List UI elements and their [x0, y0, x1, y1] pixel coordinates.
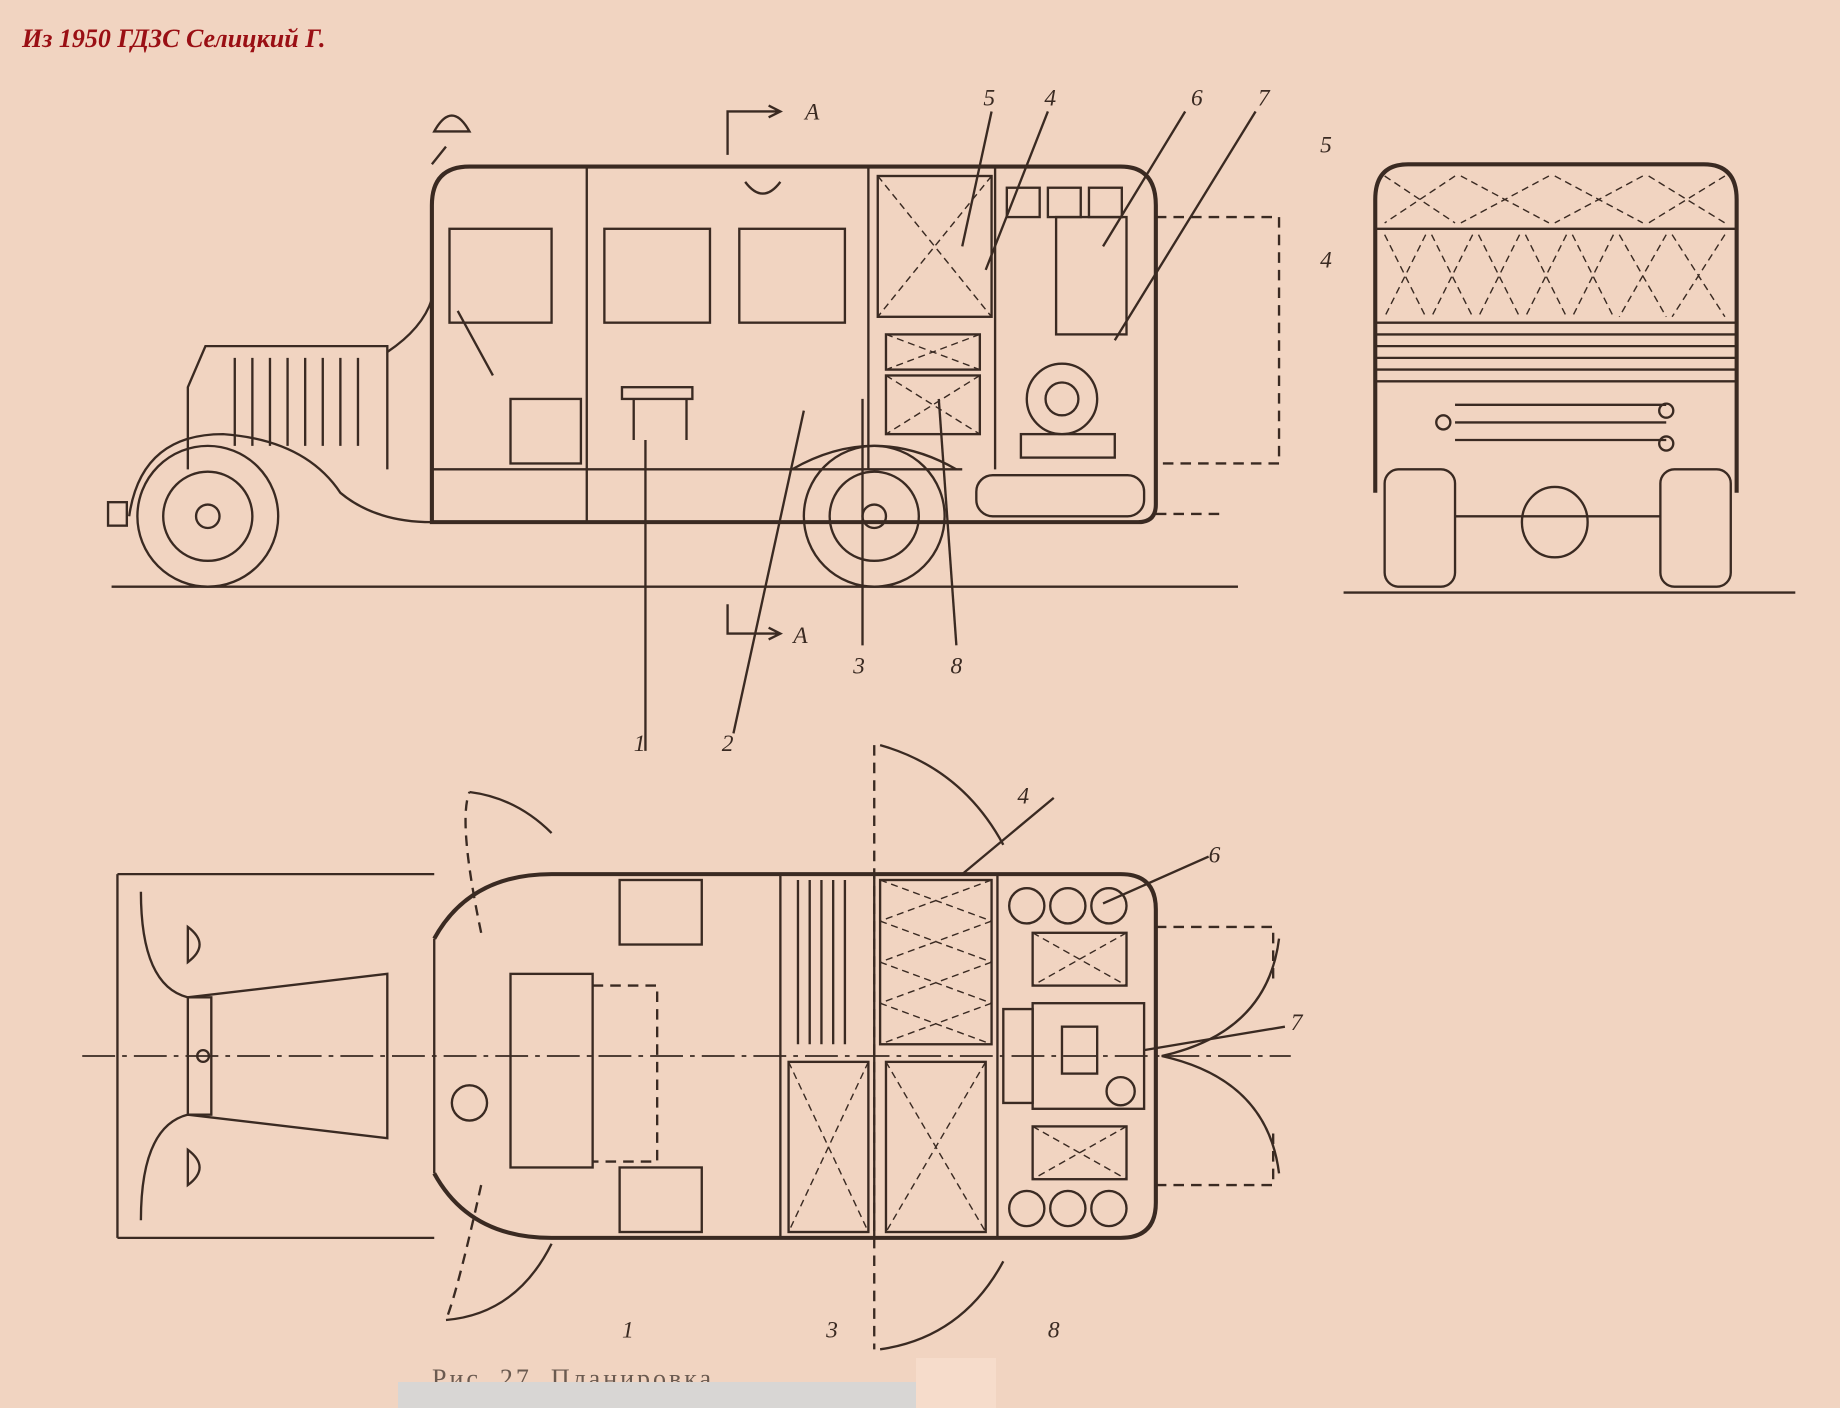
section-arrow-top — [726, 104, 783, 155]
rear-body — [1373, 162, 1739, 493]
front-fender — [128, 432, 432, 524]
dashed-door-outline — [1155, 215, 1281, 465]
hood — [186, 344, 389, 470]
callout-1: 1 — [622, 1318, 634, 1344]
leader-line-8 — [937, 398, 958, 646]
plan-view: 4 6 7 1 3 8 — [82, 743, 1304, 1351]
window — [738, 227, 847, 324]
watermark-title: Из 1950 ГДЗС Селицкий Г. — [22, 24, 326, 53]
plan-body — [432, 872, 1158, 1240]
callout-4: 4 — [1017, 784, 1029, 810]
van-body — [429, 164, 1158, 525]
plan-hood — [139, 891, 389, 1221]
callout-5: 5 — [983, 86, 995, 112]
seat — [509, 397, 583, 465]
dashed-rear-doors — [1155, 925, 1275, 1187]
headlamp — [106, 501, 129, 527]
dome-light — [744, 181, 782, 195]
cylinders-6 — [1005, 186, 1128, 336]
crate-grid — [1384, 175, 1726, 318]
callout-1: 1 — [634, 731, 646, 757]
compartment-8 — [884, 333, 982, 436]
compartment-4 — [878, 878, 993, 1046]
callout-3: 3 — [825, 1318, 838, 1344]
scan-cover-patch — [916, 1358, 996, 1408]
rear-view: 5 4 — [1320, 133, 1796, 594]
cylinders-6 — [1008, 887, 1128, 1228]
callout-4: 4 — [1320, 248, 1332, 274]
compartment-5 — [876, 174, 993, 318]
section-label-a: А — [791, 623, 808, 649]
steering-wheel — [450, 1084, 489, 1122]
equipment-bin — [975, 474, 1146, 518]
callout-5: 5 — [1320, 133, 1332, 159]
grille — [233, 357, 360, 446]
hose-rack — [1435, 402, 1675, 452]
callout-8: 8 — [1048, 1318, 1060, 1344]
crate — [1031, 1125, 1128, 1181]
callout-3: 3 — [852, 653, 865, 679]
differential — [1520, 485, 1589, 559]
leader-line-2 — [732, 410, 805, 734]
compartment-3 — [787, 1060, 870, 1234]
bumper — [186, 996, 213, 1116]
compartment-8 — [884, 1060, 987, 1234]
plan-chassis — [116, 872, 435, 1240]
roof-lamp — [430, 114, 472, 165]
stairs-2 — [796, 880, 847, 1045]
rear-wheel-left — [1383, 468, 1457, 588]
section-label-a: А — [803, 100, 820, 126]
callout-8: 8 — [951, 653, 963, 679]
section-arrow-bottom — [726, 604, 783, 641]
seat-top — [618, 878, 703, 946]
rear-wheel — [791, 444, 957, 588]
callout-7: 7 — [1258, 86, 1271, 112]
table — [620, 386, 694, 401]
seat-bottom — [618, 1166, 703, 1234]
plan-headlamps — [186, 924, 201, 1188]
window — [603, 227, 712, 324]
callout-6: 6 — [1191, 86, 1203, 112]
window — [448, 227, 553, 324]
pump-7 — [1019, 362, 1116, 459]
callout-4: 4 — [1044, 86, 1056, 112]
callout-2: 2 — [722, 731, 734, 757]
pump-7 — [1002, 1002, 1146, 1110]
scan-cover-strip — [398, 1382, 916, 1408]
rear-wheel-right — [1659, 468, 1732, 588]
side-view: 5 4 6 7 2 3 8 1 А А — [106, 86, 1281, 757]
plan-table — [509, 972, 594, 1169]
callout-6: 6 — [1209, 842, 1221, 868]
callout-7: 7 — [1291, 1010, 1304, 1036]
shutter — [1375, 333, 1737, 383]
front-wheel — [136, 444, 280, 588]
crate — [1031, 931, 1128, 987]
